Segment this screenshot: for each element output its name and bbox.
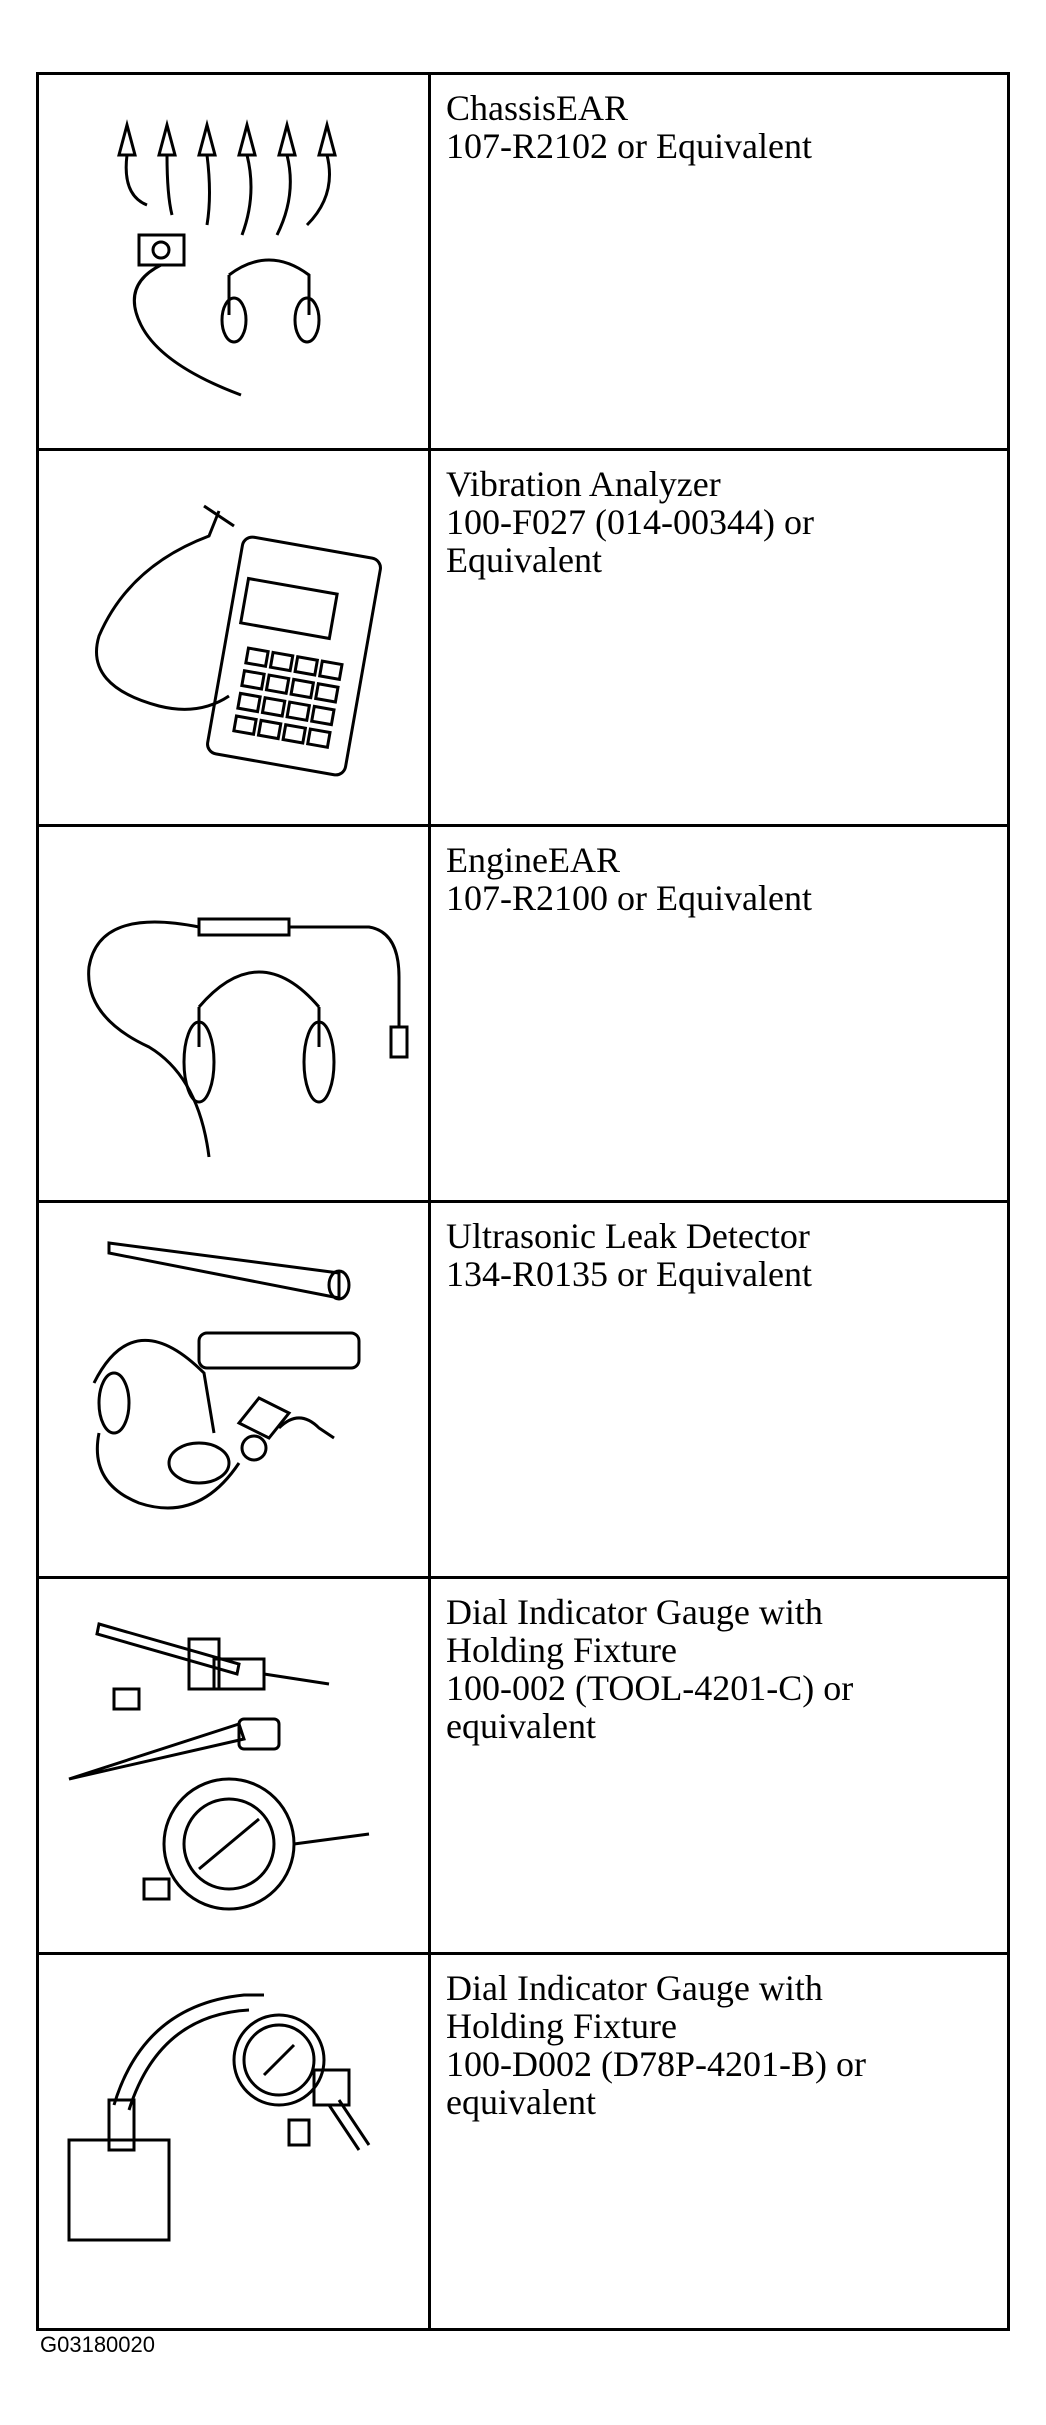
tool-row: Ultrasonic Leak Detector 134-R0135 or Eq… <box>36 1200 1010 1579</box>
tool-part-number: 100-F027 (014-00344) or <box>446 502 814 542</box>
tool-part-number: Equivalent <box>446 540 602 580</box>
tool-description-cell: EngineEAR 107-R2100 or Equivalent <box>428 824 1010 1203</box>
tool-row: EngineEAR 107-R2100 or Equivalent <box>36 824 1010 1203</box>
tool-part-number: 107-R2102 or Equivalent <box>446 126 812 166</box>
tool-illustration-cell <box>36 1952 431 2331</box>
tool-description-cell: ChassisEAR 107-R2102 or Equivalent <box>428 72 1010 451</box>
tool-part-number: 100-D002 (D78P-4201-B) or <box>446 2044 866 2084</box>
tool-name: EngineEAR <box>446 840 620 880</box>
tool-illustration-cell <box>36 72 431 451</box>
tool-table: ChassisEAR 107-R2102 or Equivalent <box>36 72 1010 2331</box>
tool-row: Vibration Analyzer 100-F027 (014-00344) … <box>36 448 1010 827</box>
tool-description-cell: Dial Indicator Gauge with Holding Fixtur… <box>428 1952 1010 2331</box>
tool-part-number: 134-R0135 or Equivalent <box>446 1254 812 1294</box>
dial-indicator-fixture-icon <box>39 1579 428 1952</box>
tool-part-number: Holding Fixture <box>446 1630 677 1670</box>
tool-part-number: 100-002 (TOOL-4201-C) or <box>446 1668 854 1708</box>
dial-indicator-magnetic-base-icon <box>39 1955 428 2328</box>
ultrasonic-leak-detector-icon <box>39 1203 428 1576</box>
tool-description-cell: Vibration Analyzer 100-F027 (014-00344) … <box>428 448 1010 827</box>
tool-illustration-cell <box>36 824 431 1203</box>
tool-name: Dial Indicator Gauge with <box>446 1592 823 1632</box>
tool-row: Dial Indicator Gauge with Holding Fixtur… <box>36 1576 1010 1955</box>
chassisear-icon <box>39 75 428 448</box>
tool-description-cell: Ultrasonic Leak Detector 134-R0135 or Eq… <box>428 1200 1010 1579</box>
tool-illustration-cell <box>36 448 431 827</box>
tool-name: Dial Indicator Gauge with <box>446 1968 823 2008</box>
tool-name: ChassisEAR <box>446 88 629 128</box>
engineear-icon <box>39 827 428 1200</box>
vibration-analyzer-icon <box>39 451 428 824</box>
tool-part-number: Holding Fixture <box>446 2006 677 2046</box>
tool-name: Vibration Analyzer <box>446 464 721 504</box>
tool-illustration-cell <box>36 1200 431 1579</box>
tool-part-number: equivalent <box>446 2082 596 2122</box>
figure-id: G03180020 <box>40 2332 155 2357</box>
tool-part-number: equivalent <box>446 1706 596 1746</box>
tool-part-number: 107-R2100 or Equivalent <box>446 878 812 918</box>
tool-illustration-cell <box>36 1576 431 1955</box>
tool-row: ChassisEAR 107-R2102 or Equivalent <box>36 72 1010 451</box>
tool-row: Dial Indicator Gauge with Holding Fixtur… <box>36 1952 1010 2331</box>
tool-description-cell: Dial Indicator Gauge with Holding Fixtur… <box>428 1576 1010 1955</box>
tool-name: Ultrasonic Leak Detector <box>446 1216 810 1256</box>
